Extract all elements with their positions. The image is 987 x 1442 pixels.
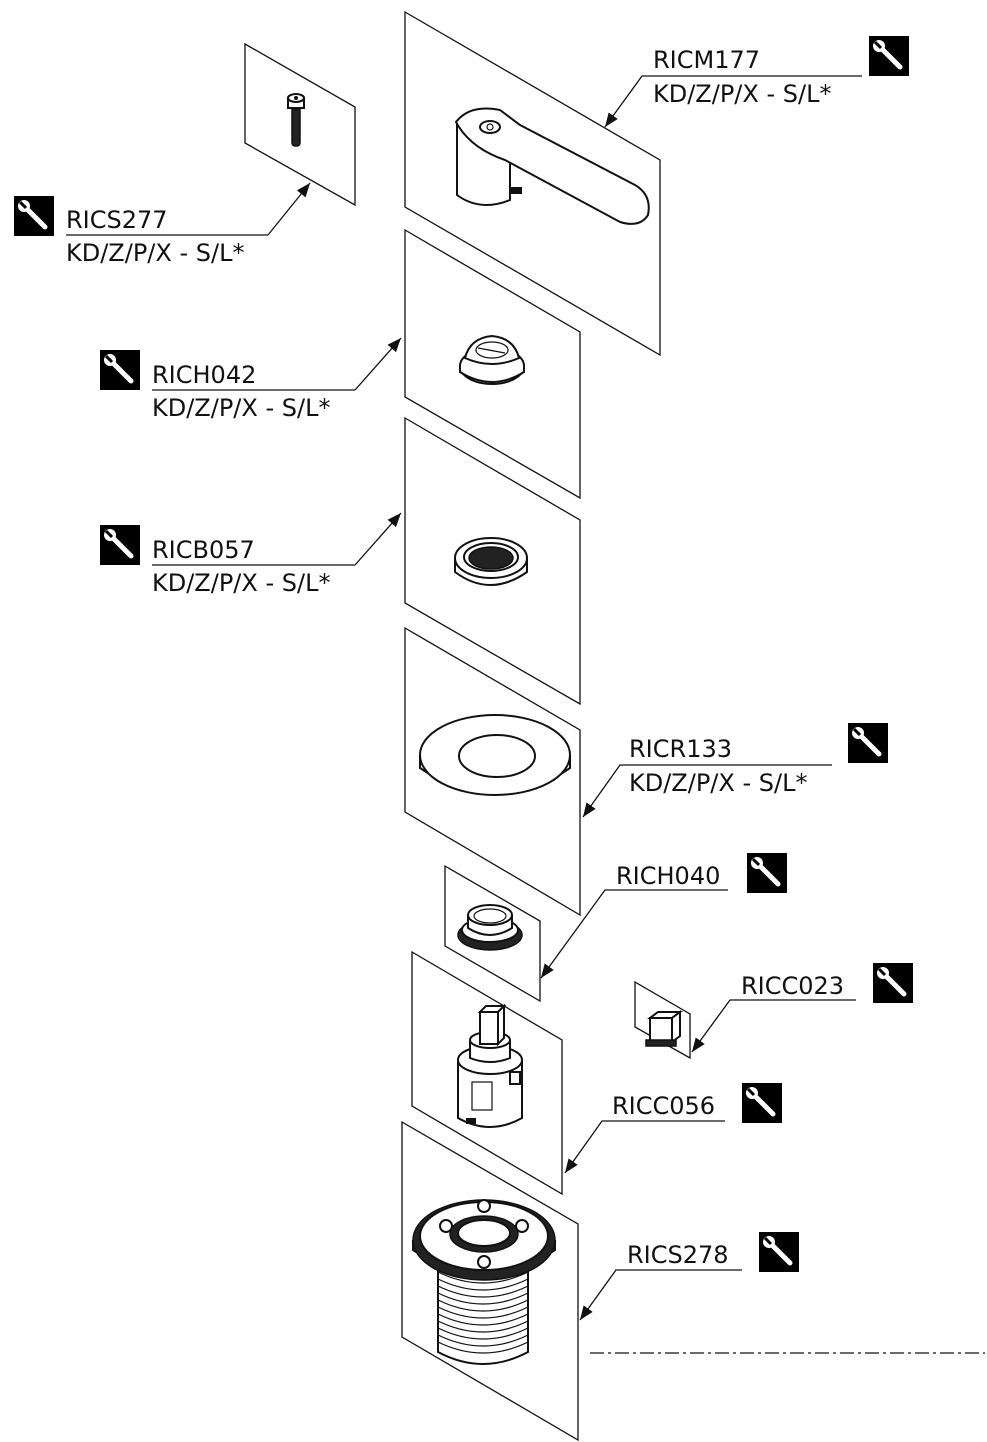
label-rics278: RICS278 (626, 1232, 799, 1272)
part-code: RICC023 (741, 972, 844, 1000)
part-code: RICR133 (629, 735, 732, 763)
label-rics277: RICS277 KD/Z/P/X - S/L* (14, 196, 268, 267)
wrench-icon (759, 1232, 799, 1272)
label-ricm177: RICM177 KD/Z/P/X - S/L* (652, 36, 909, 108)
part-finish: KD/Z/P/X - S/L* (152, 569, 330, 597)
wrench-icon (869, 36, 909, 76)
part-code: RICC056 (612, 1092, 715, 1120)
label-ricr133: RICR133 KD/Z/P/X - S/L* (628, 723, 888, 797)
screw-part (287, 93, 305, 147)
label-ricc023: RICC023 (740, 963, 913, 1003)
part-finish: KD/Z/P/X - S/L* (653, 80, 831, 108)
wrench-icon (747, 853, 787, 893)
adapter-part (645, 1010, 683, 1047)
nut-part (457, 904, 523, 951)
part-code: RICS278 (627, 1241, 729, 1269)
label-ricb057: RICB057 KD/Z/P/X - S/L* (100, 525, 355, 597)
part-code: RICM177 (653, 46, 760, 74)
cap-part (459, 334, 525, 385)
part-finish: KD/Z/P/X - S/L* (629, 769, 807, 797)
label-ricc056: RICC056 (612, 1083, 782, 1123)
part-finish: KD/Z/P/X - S/L* (66, 239, 244, 267)
wrench-icon (742, 1083, 782, 1123)
part-code: RICH042 (152, 361, 256, 389)
part-code: RICB057 (152, 536, 255, 564)
part-finish: KD/Z/P/X - S/L* (152, 394, 330, 422)
label-rich042: RICH042 KD/Z/P/X - S/L* (100, 350, 355, 422)
wrench-icon (14, 196, 54, 236)
rosette-part (419, 714, 571, 796)
label-rich040: RICH040 (615, 853, 787, 893)
valve-body-part (412, 1199, 556, 1365)
part-code: RICH040 (616, 862, 720, 890)
lever-handle-part (454, 107, 650, 225)
wrench-icon (848, 723, 888, 763)
wrench-icon (873, 963, 913, 1003)
part-code: RICS277 (66, 206, 168, 234)
leader-lines (267, 75, 740, 1321)
panel-lever (404, 10, 661, 357)
bushing-part (454, 537, 528, 586)
wrench-icon (100, 525, 140, 565)
cartridge-part (457, 1003, 523, 1128)
wrench-icon (100, 350, 140, 390)
